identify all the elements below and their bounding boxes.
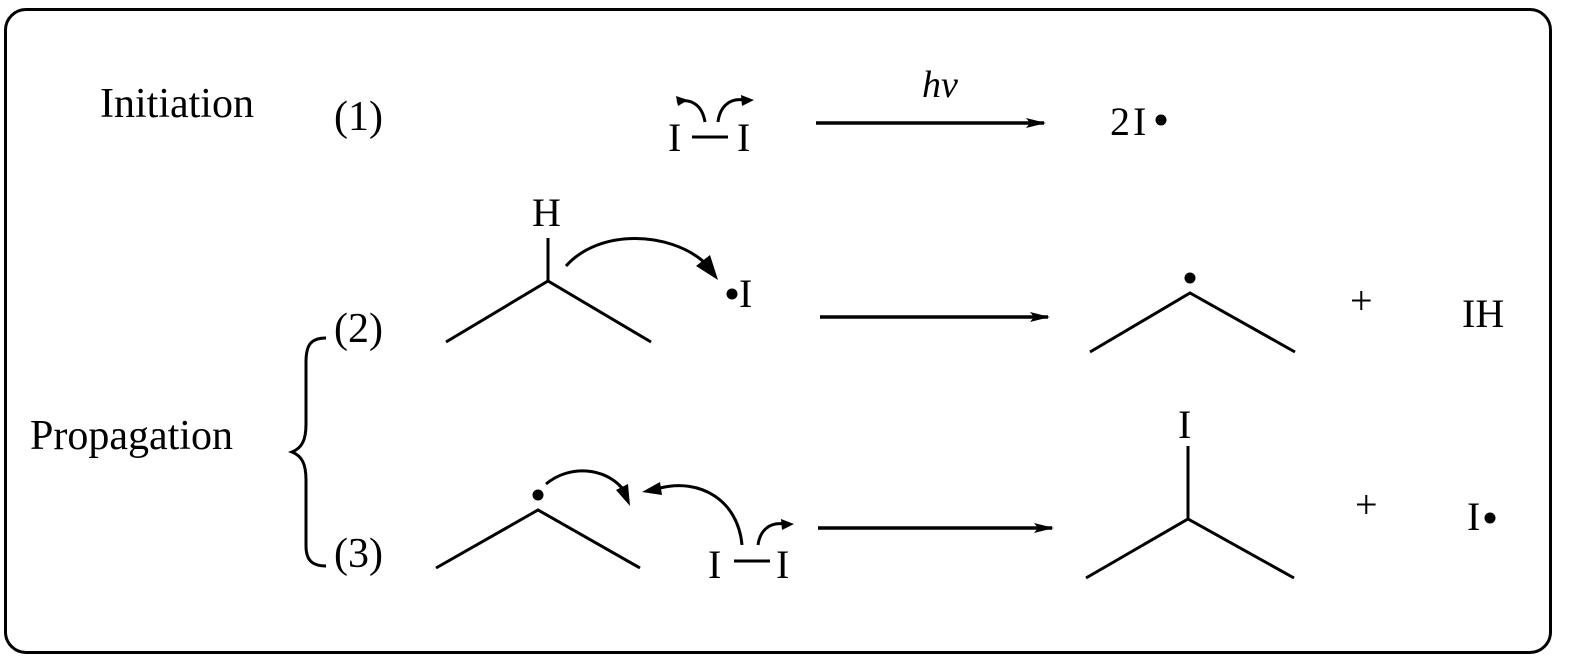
iodine-substituent: I (1178, 402, 1191, 447)
iodine-atom-left: I (668, 115, 681, 160)
fishhook-head-right (781, 519, 794, 530)
reaction-3: I I I + I (435, 402, 1496, 587)
isopropyl-radical-skeleton (435, 508, 641, 570)
radical-dot (1184, 272, 1196, 284)
hydrogen-iodide-product: IH (1462, 291, 1504, 336)
radical-dot (1155, 114, 1167, 126)
propagation-brace (287, 336, 327, 568)
fishhook-head-bond (642, 482, 662, 495)
iodine-atom-right: I (737, 115, 750, 160)
fishhook-arrow-right (756, 522, 785, 546)
fishhook-arrow-bond (659, 484, 744, 546)
iodine-radical-reactant: I (739, 271, 752, 316)
plus-sign: + (1350, 278, 1373, 323)
iodopropane-skeleton (1085, 517, 1295, 580)
initiation-label: Initiation (100, 81, 254, 127)
reaction-2: H I + IH (445, 190, 1504, 354)
iodine-atom-right: I (776, 542, 789, 587)
fishhook-arrow-radical (545, 469, 624, 490)
radical-dot (532, 489, 544, 501)
curved-arrow-head (696, 255, 718, 280)
isopropyl-radical-skeleton (1089, 291, 1296, 354)
iodine-radical-product: I (1133, 99, 1146, 144)
step-2-number: (2) (334, 306, 383, 352)
hydrogen-atom: H (532, 190, 561, 235)
fishhook-head-right (741, 95, 754, 106)
fishhook-head-left (676, 96, 688, 106)
propagation-label: Propagation (30, 413, 233, 459)
iodine-radical-product: I (1467, 494, 1480, 539)
step-3-number: (3) (334, 531, 383, 577)
reaction-1: I I hv 2 I (668, 64, 1167, 160)
fishhook-head-radical (616, 484, 630, 506)
light-condition: hv (922, 64, 958, 106)
fishhook-arrow-right (716, 98, 745, 123)
radical-dot (1484, 512, 1496, 524)
radical-dot (726, 288, 738, 300)
propane-skeleton (445, 279, 652, 344)
plus-sign: + (1355, 482, 1378, 527)
curved-arrow-hydrogen-abstraction (564, 237, 705, 268)
product-coefficient: 2 (1110, 99, 1130, 144)
diagram-frame (4, 8, 1552, 654)
iodine-atom-left: I (708, 542, 721, 587)
step-1-number: (1) (334, 94, 383, 140)
